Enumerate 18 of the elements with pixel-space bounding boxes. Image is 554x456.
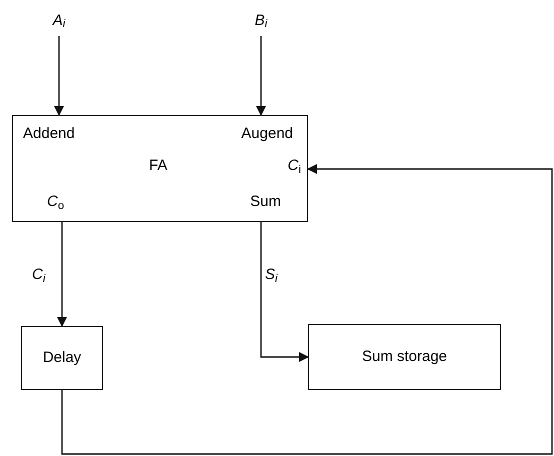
arrow bbox=[57, 222, 67, 327]
port-label: FA bbox=[149, 158, 168, 173]
arrow bbox=[54, 36, 64, 116]
port-label: C$_{o}$ bbox=[47, 194, 64, 209]
port-label: C$_{i}$ bbox=[288, 158, 301, 173]
edge-label: C$_{i}$ bbox=[32, 265, 46, 286]
edge-label: S$_{i}$ bbox=[265, 265, 278, 286]
arrow bbox=[256, 36, 266, 116]
port-label: Addend bbox=[23, 126, 75, 141]
process-box: Delay bbox=[21, 326, 103, 390]
port-label: Augend bbox=[241, 126, 293, 141]
arrow bbox=[61, 164, 553, 455]
input-signal-label: A$_{i}$ bbox=[44, 8, 74, 34]
full-adder-block bbox=[12, 115, 308, 222]
arrow bbox=[260, 222, 309, 362]
input-signal-label: B$_{i}$ bbox=[246, 8, 276, 34]
process-box: Sum storage bbox=[308, 324, 501, 390]
port-label: Sum bbox=[250, 194, 281, 209]
